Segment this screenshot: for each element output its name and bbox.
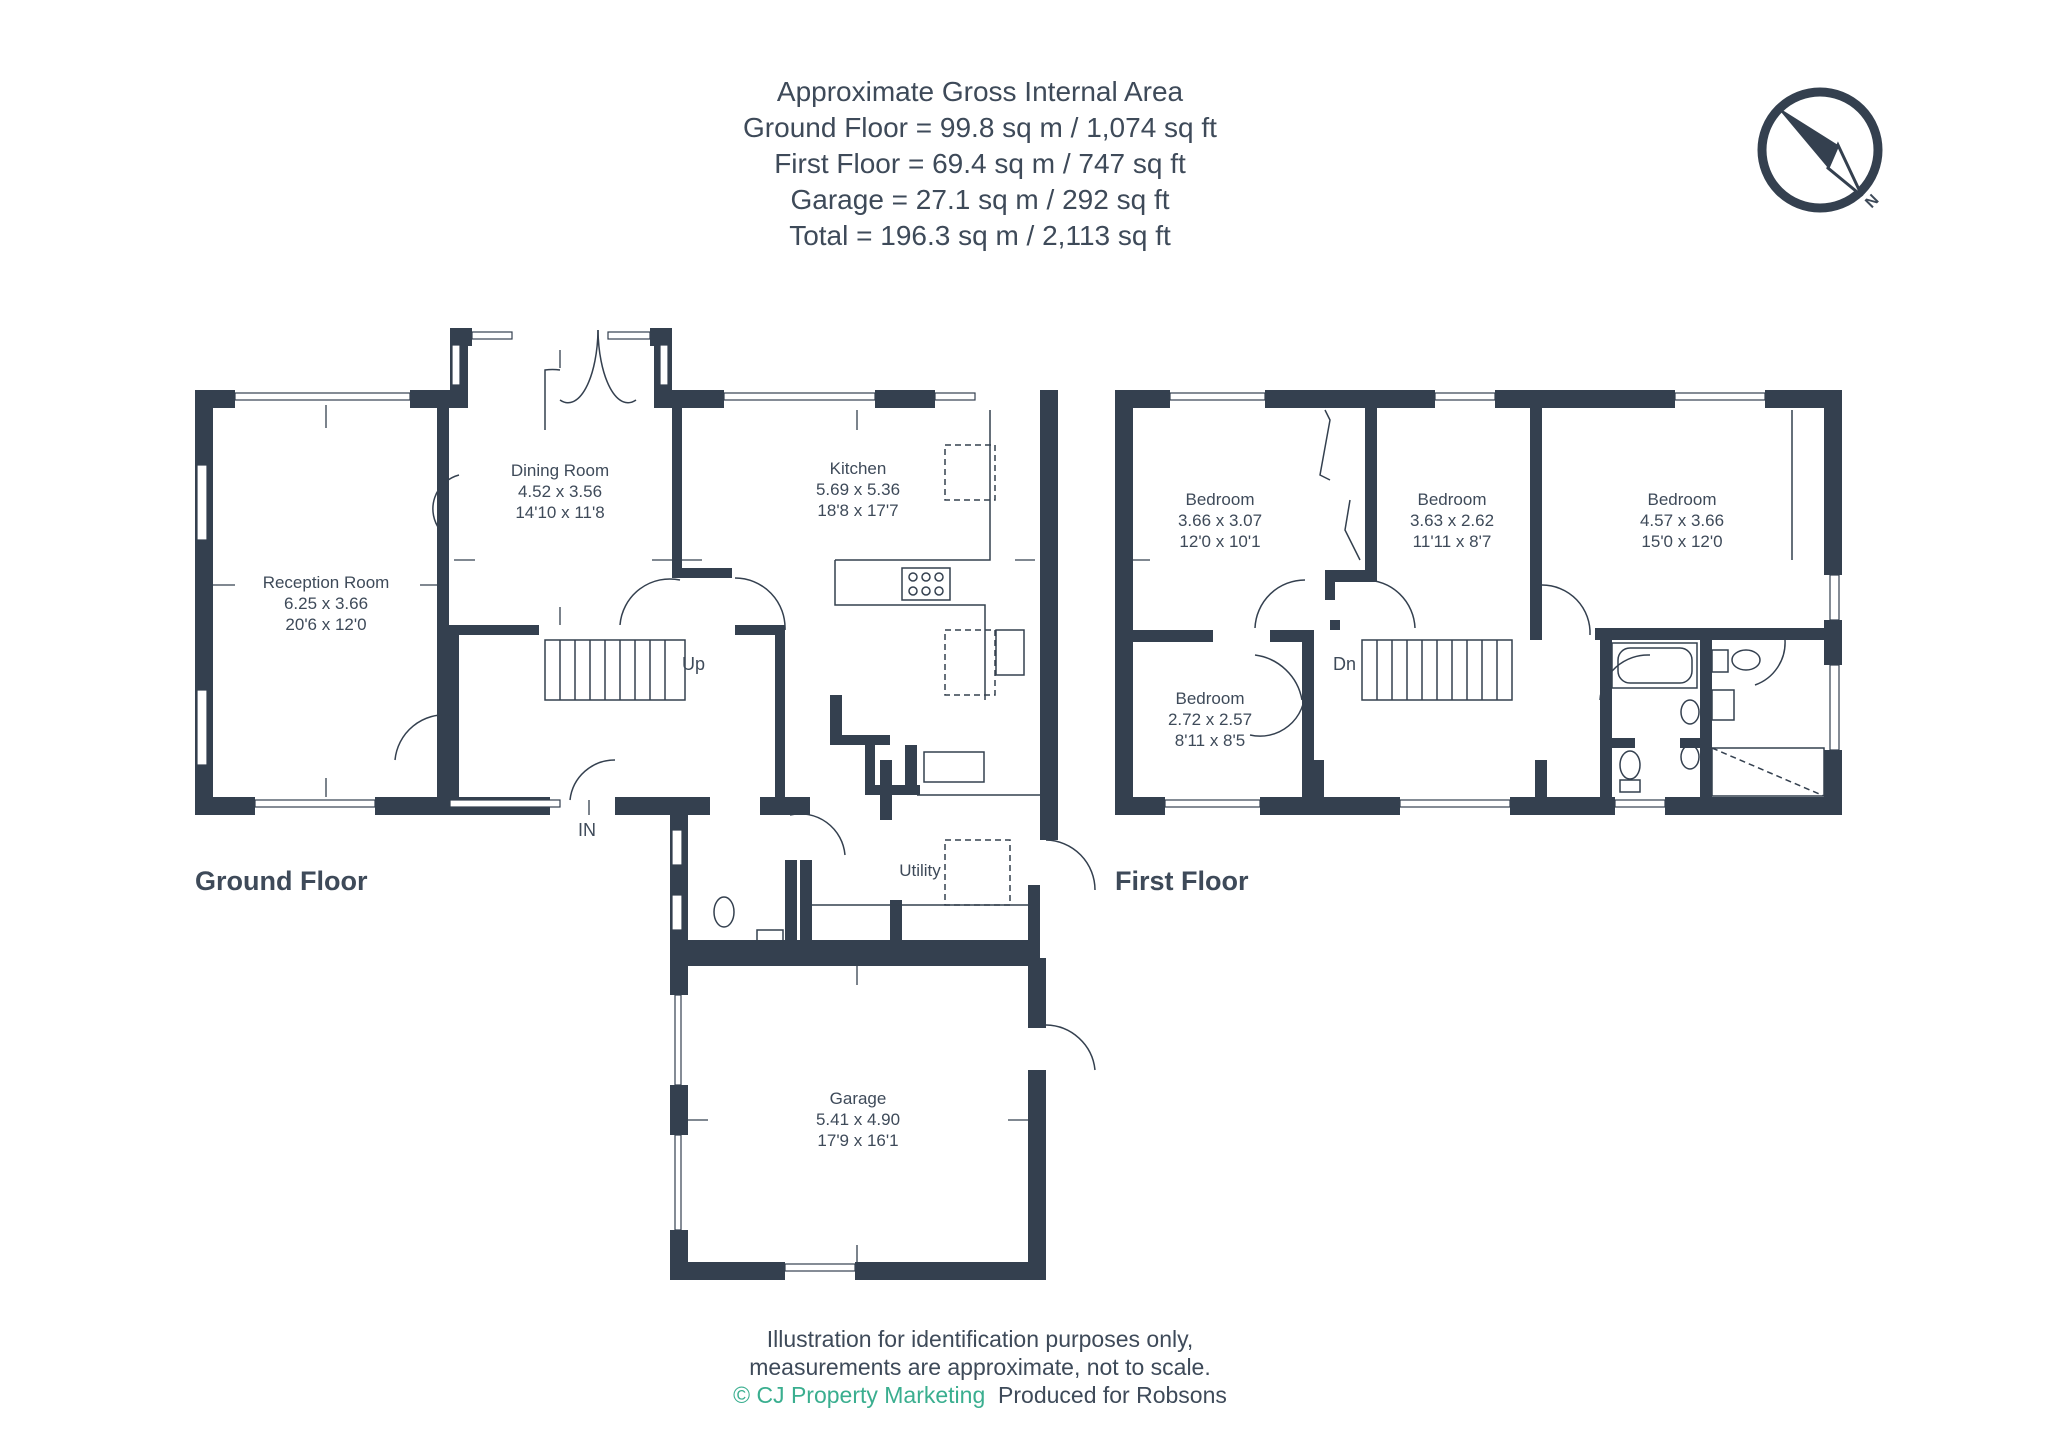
ground-floor-windows xyxy=(196,331,976,1272)
room-garage: Garage 5.41 x 4.90 17'9 x 16'1 xyxy=(768,1088,948,1151)
produced-for: Produced for Robsons xyxy=(998,1382,1227,1408)
room-imperial: 14'10 x 11'8 xyxy=(515,503,605,522)
disclaimer-line-2: measurements are approximate, not to sca… xyxy=(749,1354,1211,1380)
ground-floor-dimension-arrows xyxy=(213,350,1035,1262)
room-name: Reception Room xyxy=(262,573,390,592)
room-imperial: 8'11 x 8'5 xyxy=(1174,731,1246,750)
entrance-label: IN xyxy=(578,820,596,840)
room-bedroom-4: Bedroom 2.72 x 2.57 8'11 x 8'5 xyxy=(1150,688,1270,751)
area-summary: Approximate Gross Internal Area Ground F… xyxy=(600,74,1360,254)
area-ground-floor: Ground Floor = 99.8 sq m / 1,074 sq ft xyxy=(743,112,1217,143)
room-metric: 3.63 x 2.62 xyxy=(1409,511,1495,530)
stairs-down-label: Dn xyxy=(1333,654,1357,674)
ground-floor-fixtures xyxy=(394,329,1096,1071)
room-name: Kitchen xyxy=(829,459,887,478)
footer-disclaimer: Illustration for identification purposes… xyxy=(600,1325,1360,1409)
room-bedroom-2: Bedroom 3.63 x 2.62 11'11 x 8'7 xyxy=(1392,489,1512,552)
room-name: Dining Room xyxy=(510,461,610,480)
room-utility: Utility xyxy=(880,860,960,881)
area-garage: Garage = 27.1 sq m / 292 sq ft xyxy=(790,184,1170,215)
area-first-floor: First Floor = 69.4 sq m / 747 sq ft xyxy=(774,148,1186,179)
first-floor-fixtures xyxy=(1249,409,1825,797)
room-name: Bedroom xyxy=(1417,490,1487,509)
room-metric: 3.66 x 3.07 xyxy=(1177,511,1263,530)
area-total: Total = 196.3 sq m / 2,113 sq ft xyxy=(789,220,1171,251)
credit-line: © CJ Property Marketing Produced for Rob… xyxy=(600,1381,1360,1409)
room-name: Garage xyxy=(829,1089,887,1108)
first-floor-label: First Floor xyxy=(1115,866,1249,896)
disclaimer-line-1: Illustration for identification purposes… xyxy=(766,1326,1194,1352)
room-imperial: 17'9 x 16'1 xyxy=(817,1131,899,1150)
room-imperial: 11'11 x 8'7 xyxy=(1412,532,1492,551)
area-title: Approximate Gross Internal Area xyxy=(776,76,1184,107)
room-bedroom-3: Bedroom 4.57 x 3.66 15'0 x 12'0 xyxy=(1622,489,1742,552)
brand-credit: © CJ Property Marketing xyxy=(733,1382,986,1408)
room-metric: 6.25 x 3.66 xyxy=(283,594,369,613)
first-floor-windows xyxy=(1164,392,1840,808)
room-imperial: 12'0 x 10'1 xyxy=(1179,532,1261,551)
room-bedroom-1: Bedroom 3.66 x 3.07 12'0 x 10'1 xyxy=(1160,489,1280,552)
ground-floor-label: Ground Floor xyxy=(195,866,368,896)
room-kitchen: Kitchen 5.69 x 5.36 18'8 x 17'7 xyxy=(768,458,948,521)
room-name: Bedroom xyxy=(1185,490,1255,509)
stairs-up-label: Up xyxy=(682,654,706,674)
room-name: Utility xyxy=(899,861,941,880)
room-metric: 2.72 x 2.57 xyxy=(1167,710,1253,729)
room-metric: 5.69 x 5.36 xyxy=(815,480,901,499)
compass-icon xyxy=(1757,87,1883,213)
room-dining: Dining Room 4.52 x 3.56 14'10 x 11'8 xyxy=(470,460,650,523)
first-floor-walls xyxy=(1115,390,1842,815)
room-imperial: 18'8 x 17'7 xyxy=(817,501,899,520)
room-imperial: 15'0 x 12'0 xyxy=(1641,532,1723,551)
room-metric: 4.57 x 3.66 xyxy=(1639,511,1725,530)
room-metric: 5.41 x 4.90 xyxy=(815,1110,901,1129)
room-reception: Reception Room 6.25 x 3.66 20'6 x 12'0 xyxy=(236,572,416,635)
room-name: Bedroom xyxy=(1647,490,1717,509)
room-metric: 4.52 x 3.56 xyxy=(517,482,603,501)
room-name: Bedroom xyxy=(1175,689,1245,708)
room-imperial: 20'6 x 12'0 xyxy=(285,615,367,634)
